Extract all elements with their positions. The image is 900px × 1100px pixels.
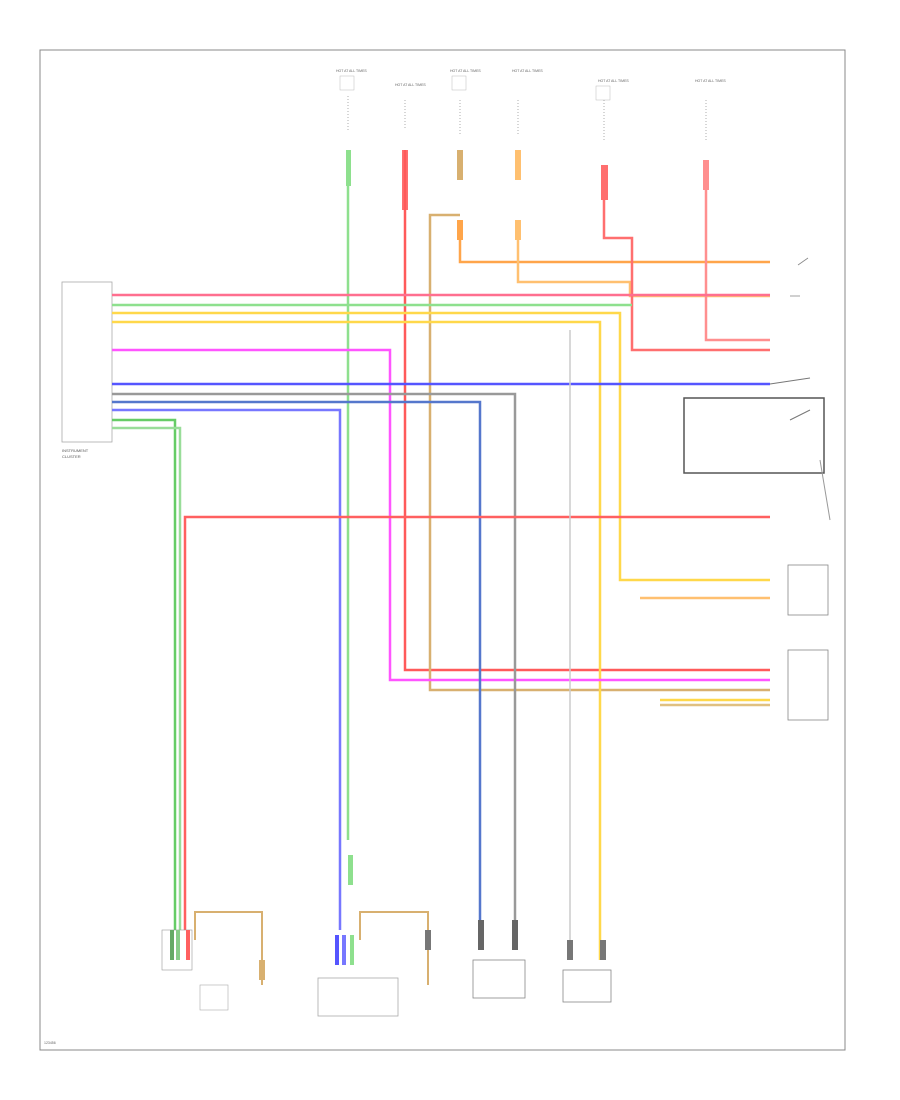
right-components	[683, 257, 831, 721]
switch-box	[683, 397, 825, 474]
right-sensor-2	[787, 649, 829, 721]
module-label-1: INSTRUMENT	[62, 448, 89, 453]
fuse-feed-3: HOT AT ALL TIMES	[450, 69, 481, 240]
fuse-label-6: HOT AT ALL TIMES	[695, 79, 726, 83]
fuse-feed-6: HOT AT ALL TIMES	[695, 79, 726, 190]
bottom-components	[161, 330, 612, 1017]
fuse-feed-4: HOT AT ALL TIMES	[512, 69, 543, 240]
red-sensor-wire	[183, 515, 770, 930]
module-output-wires	[112, 293, 770, 960]
right-connector-wires	[640, 596, 770, 707]
fuse-label-1: HOT AT ALL TIMES	[336, 69, 367, 73]
vertical-feed-wires	[346, 150, 770, 840]
fuse-feed-5: HOT AT ALL TIMES	[595, 79, 629, 200]
fuse-label-2: HOT AT ALL TIMES	[395, 83, 426, 87]
module-label-2: CLUSTER	[62, 454, 81, 459]
right-sensor-1	[787, 564, 829, 616]
fuse-feed-2: HOT AT ALL TIMES	[395, 83, 426, 210]
fuse-label-5: HOT AT ALL TIMES	[598, 79, 629, 83]
fuse-label-4: HOT AT ALL TIMES	[512, 69, 543, 73]
fuse-feed-1: HOT AT ALL TIMES	[336, 69, 367, 186]
fuse-label-3: HOT AT ALL TIMES	[450, 69, 481, 73]
fuse-block-group: HOT AT ALL TIMES HOT AT ALL TIMES HOT AT…	[336, 69, 726, 240]
diagram-frame	[39, 49, 846, 1051]
instrument-cluster-module: INSTRUMENT CLUSTER	[61, 281, 113, 459]
footer-code: 123456	[44, 1041, 56, 1045]
